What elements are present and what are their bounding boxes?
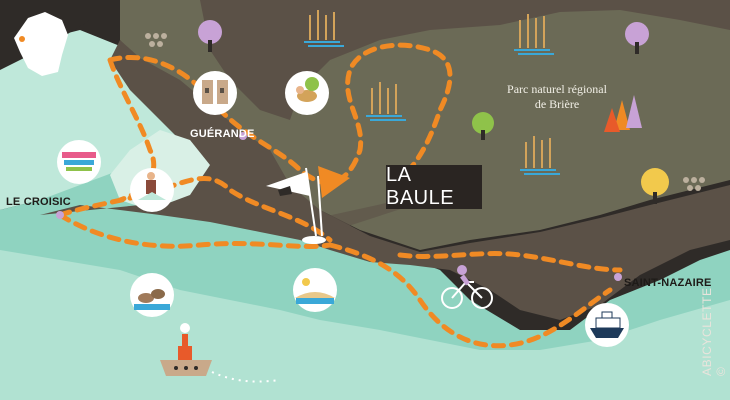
- bird-icon: [296, 77, 319, 102]
- cyclist-icon: [441, 265, 493, 309]
- tree-icon: [198, 20, 669, 204]
- land-north: [200, 0, 730, 120]
- flag-icon: [266, 166, 350, 244]
- boats-icon: [62, 152, 96, 171]
- dots-pattern: [145, 33, 705, 191]
- park-label-line1: Parc naturel régional: [507, 82, 607, 96]
- label-guerande: GUÉRANDE: [190, 128, 255, 140]
- reeds-icon: [309, 10, 551, 168]
- france-map-icon: [14, 12, 68, 76]
- salt-worker-icon: [138, 172, 166, 200]
- seals-icon: [134, 289, 170, 310]
- beach-icon: [295, 278, 335, 304]
- route: [57, 42, 623, 349]
- lighthouse-boat-icon: [160, 323, 212, 376]
- ferry-icon: [590, 311, 624, 338]
- credit-label: ABICYCLETTE ©: [700, 287, 728, 376]
- title-box: LA BAULE: [386, 164, 482, 209]
- town-markers: [56, 132, 622, 281]
- park-label-line2: de Brière: [534, 97, 580, 111]
- label-le-croisic: LE CROISIC: [6, 196, 71, 208]
- towers-icon: [202, 80, 228, 104]
- page-title: LA BAULE: [386, 164, 455, 209]
- park-label: Parc naturel régional de Brière: [506, 82, 608, 112]
- label-saint-nazaire: SAINT-NAZAIRE: [624, 277, 712, 289]
- region-marker: [19, 36, 25, 42]
- water-lines: [304, 41, 560, 175]
